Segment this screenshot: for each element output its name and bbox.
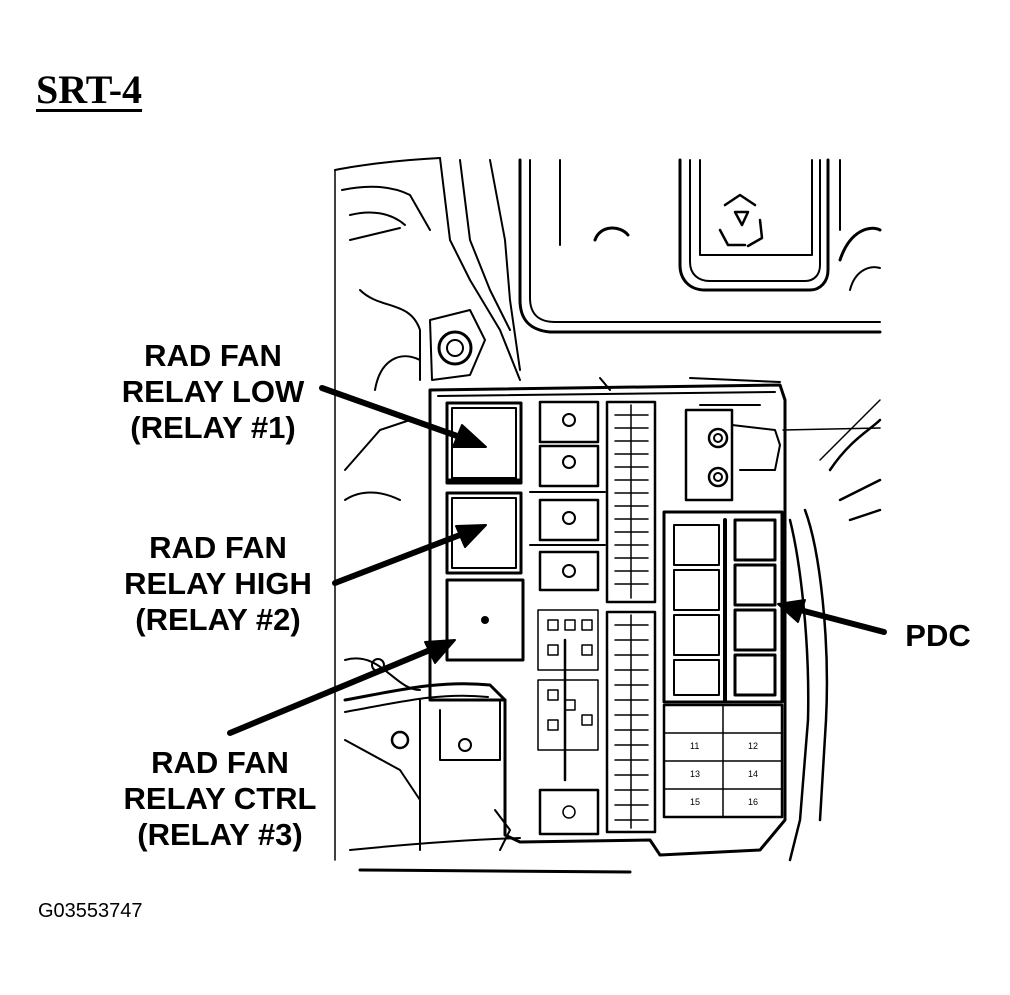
fuse-number: 12 xyxy=(748,741,759,751)
grommet xyxy=(429,309,486,381)
fuse-number: 16 xyxy=(748,797,759,807)
fuse-number: 11 xyxy=(690,741,700,751)
arrow-relay-low xyxy=(319,385,463,440)
callout-line: (RELAY #3) xyxy=(137,817,303,852)
relay-1 xyxy=(445,401,523,485)
mini-relay-column xyxy=(529,400,606,592)
callout-pdc: PDC xyxy=(905,618,971,653)
callout-line: RAD FAN xyxy=(151,745,289,780)
callout-line: RELAY HIGH xyxy=(124,566,312,601)
fuse-number: 14 xyxy=(748,769,759,779)
circuit-area xyxy=(537,609,600,836)
callout-line: RAD FAN xyxy=(149,530,287,565)
diagram-title: SRT-4 xyxy=(36,67,143,112)
battery-tray xyxy=(518,158,882,334)
callout-line: (RELAY #2) xyxy=(135,602,301,637)
callout-line: RELAY LOW xyxy=(121,374,305,409)
recycle-icon xyxy=(718,193,764,248)
maxi-fuse-grid xyxy=(662,703,784,819)
arrow-pdc xyxy=(797,607,887,635)
leader-arrows xyxy=(227,385,887,736)
callout-line: (RELAY #1) xyxy=(130,410,296,445)
relay-3 xyxy=(445,578,525,662)
pdc-housing xyxy=(428,377,787,857)
arrowhead-relay-ctrl xyxy=(424,639,456,664)
callout-relay-low: RAD FAN RELAY LOW (RELAY #1) xyxy=(88,338,338,446)
callout-relay-high: RAD FAN RELAY HIGH (RELAY #2) xyxy=(93,530,343,638)
callout-relay-ctrl: RAD FAN RELAY CTRL (RELAY #3) xyxy=(95,745,345,853)
callout-line: RAD FAN xyxy=(144,338,282,373)
relay-2 xyxy=(445,491,523,575)
arrowhead-relay-low xyxy=(452,424,487,448)
callout-line: RELAY CTRL xyxy=(123,781,317,816)
fuse-number: 13 xyxy=(690,769,701,779)
battery-stud xyxy=(684,404,781,502)
cartridge-fuse-block xyxy=(662,510,784,704)
mini-fuse-block xyxy=(605,400,657,834)
arrow-relay-high xyxy=(332,532,463,586)
figure-id: G03553747 xyxy=(38,900,143,922)
arrow-relay-ctrl xyxy=(227,647,433,736)
fuse-number: 15 xyxy=(690,797,701,807)
wiring-harness xyxy=(782,399,882,862)
arrowhead-pdc xyxy=(777,599,806,623)
arrowhead-relay-high xyxy=(455,524,487,548)
engine-bay-outline xyxy=(334,157,632,874)
